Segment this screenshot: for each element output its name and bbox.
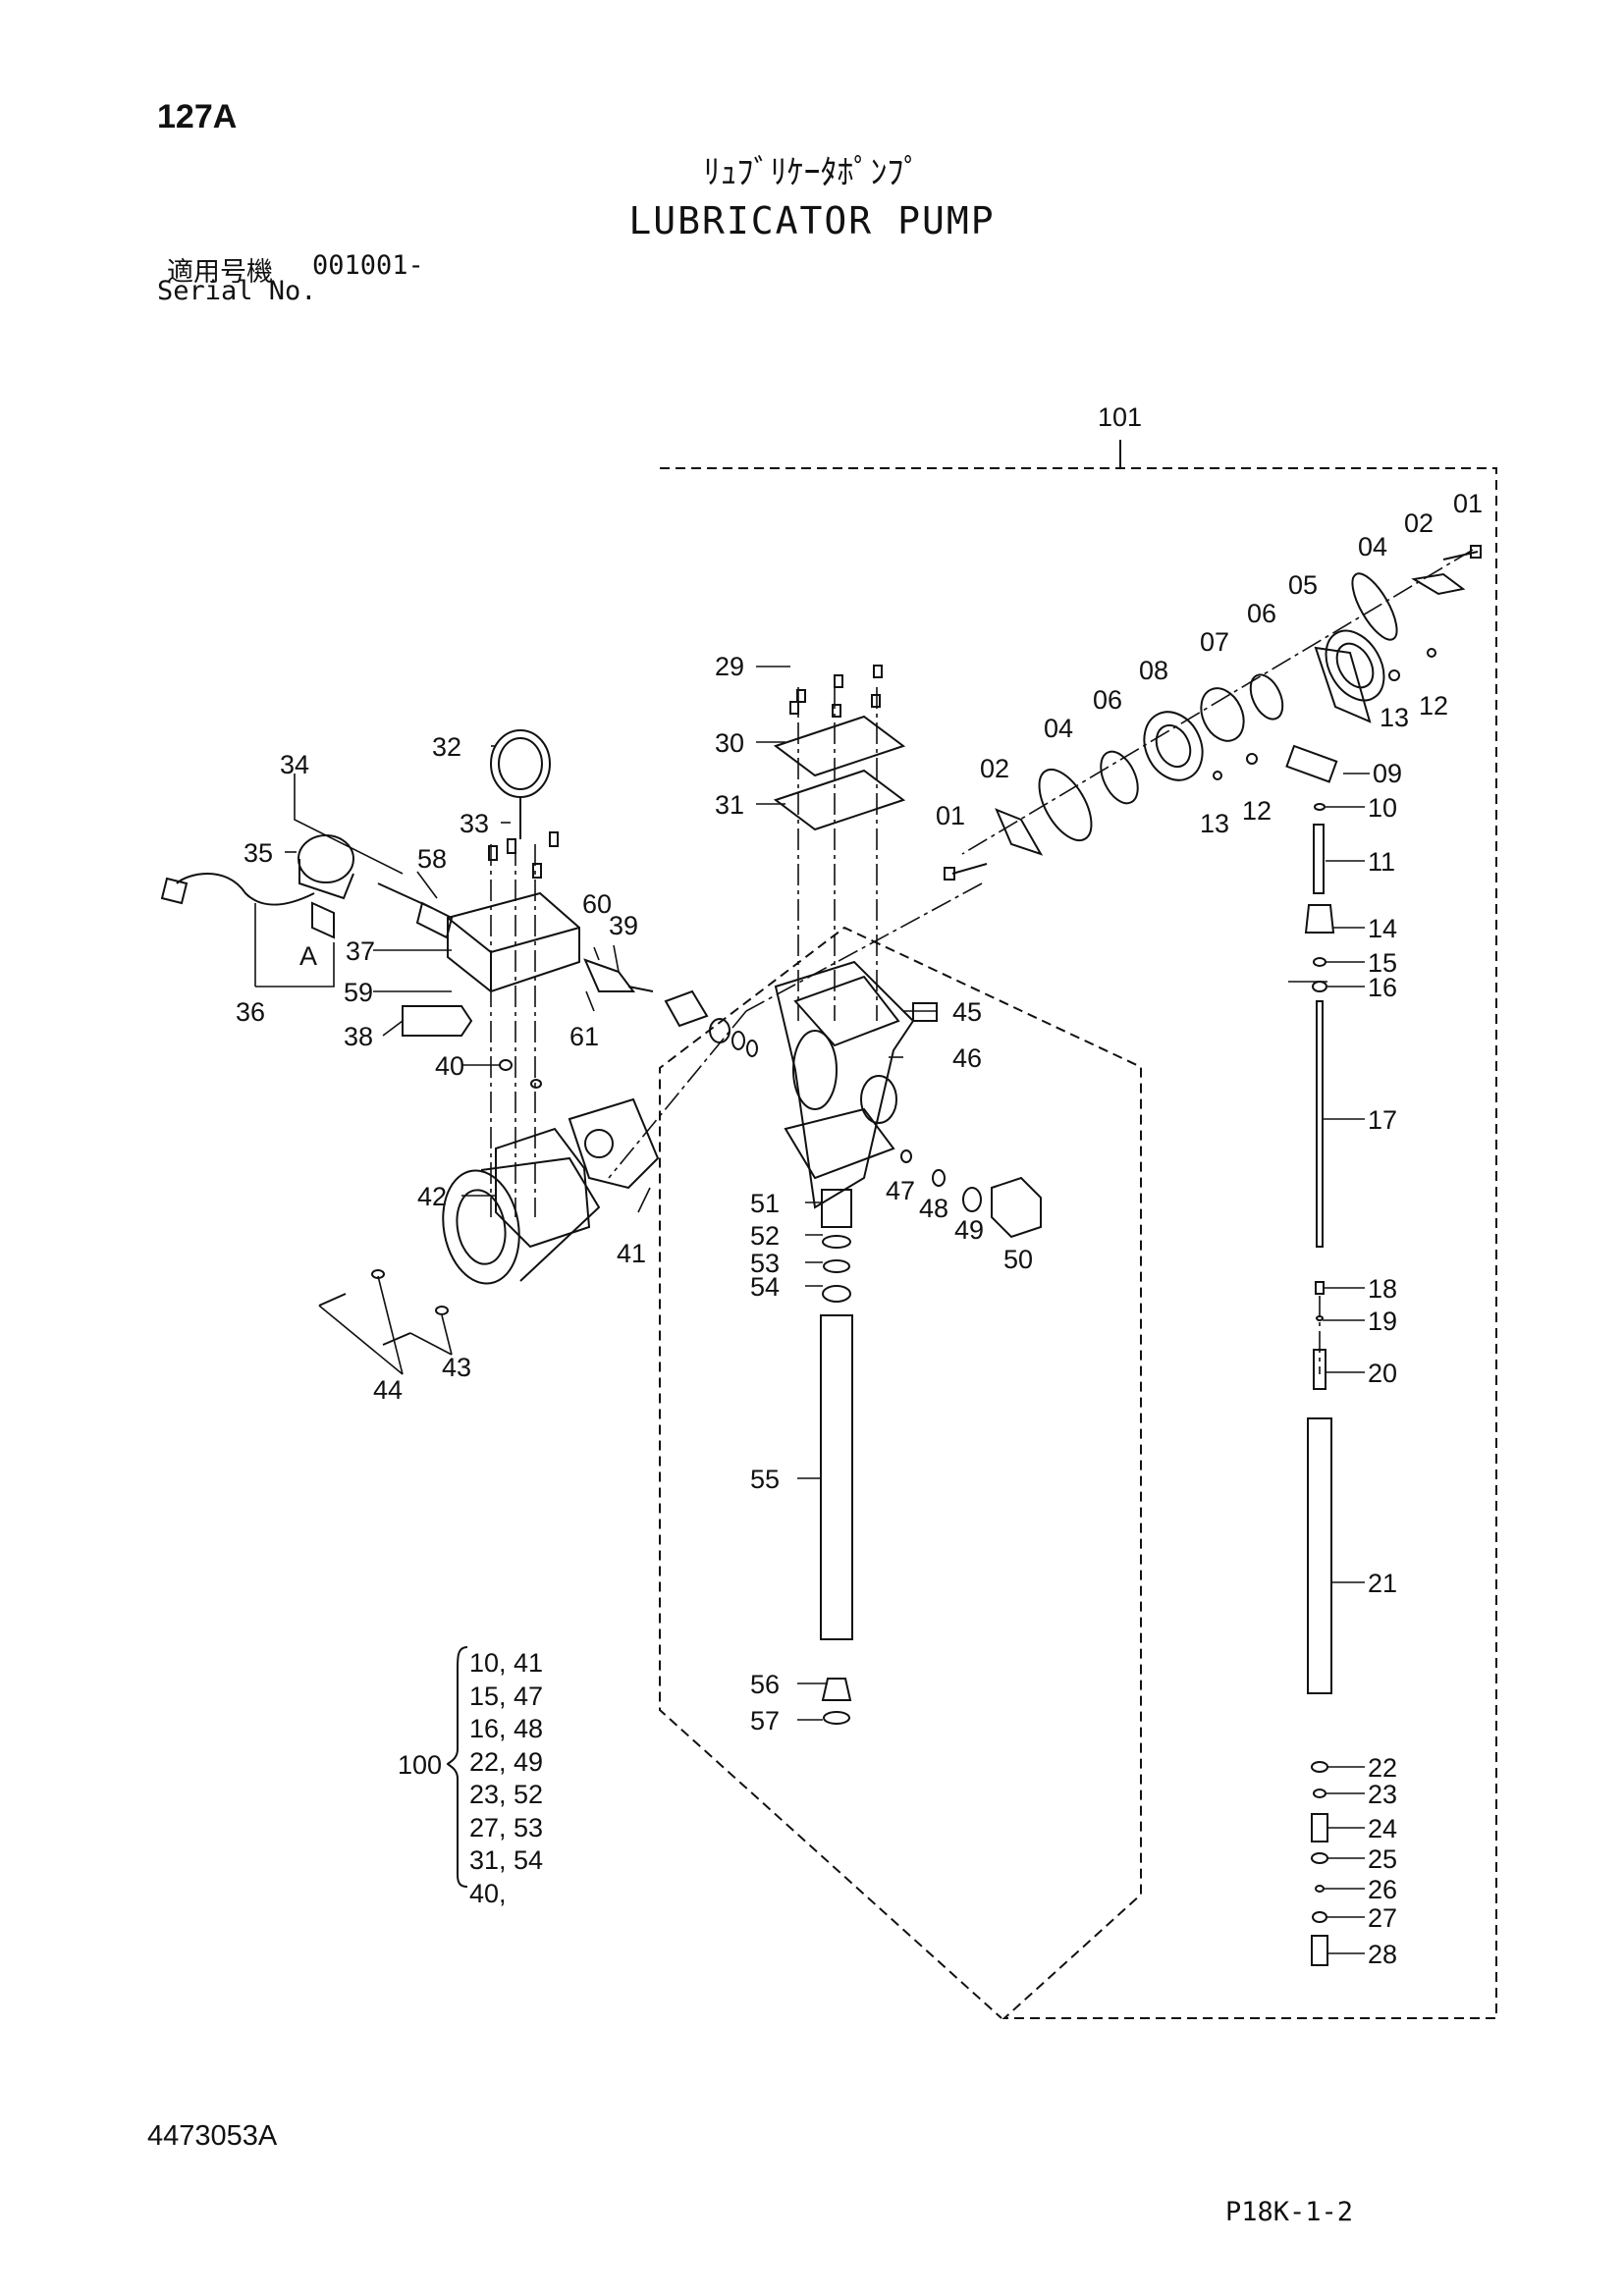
callout-22: 22 [1368,1753,1397,1783]
callout-57: 57 [750,1706,780,1735]
explode-axes [490,549,1474,1374]
callout-48: 48 [919,1194,948,1223]
callout-15: 15 [1368,948,1397,978]
callout-46: 46 [952,1043,982,1073]
pump-body [664,665,1042,1725]
motor-assembly [318,1097,660,1346]
callout-43: 43 [442,1353,471,1382]
callout-52: 52 [750,1221,780,1251]
callout-37: 37 [346,936,375,966]
callout-labels: 01 02 04 05 06 07 08 06 04 02 01 13 12 0… [236,489,1483,1969]
sheet-code: P18K-1-2 [1225,2197,1354,2227]
callout-42: 42 [417,1182,447,1211]
callout-28: 28 [1368,1940,1397,1969]
title-japanese: ﾘｭﾌﾞﾘｹｰﾀﾎﾟﾝﾌﾟ [703,153,921,192]
kit-item: 31, 54 [469,1845,544,1875]
serial-label-japanese: 適用号機 [167,257,273,288]
callout-25: 25 [1368,1844,1397,1874]
callout-08: 08 [1139,656,1168,685]
callout-38: 38 [344,1022,373,1051]
callout-49: 49 [954,1215,984,1245]
callout-16: 16 [1368,973,1397,1002]
callout-13: 13 [1380,703,1409,732]
callout-01: 01 [936,801,965,830]
callout-06: 06 [1093,685,1122,715]
callout-40: 40 [435,1051,464,1081]
callout-19: 19 [1368,1307,1397,1336]
assembly-boundary [659,440,1497,2019]
callout-45: 45 [952,997,982,1027]
callout-56: 56 [750,1670,780,1699]
callout-02: 02 [980,754,1009,783]
callout-12: 12 [1419,691,1448,721]
callout-44: 44 [373,1375,403,1405]
callout-51: 51 [750,1189,780,1218]
callout-13: 13 [1200,809,1229,838]
kit-item: 15, 47 [469,1681,544,1711]
callout-10: 10 [1368,793,1397,823]
callout-47: 47 [886,1176,915,1205]
piston-stack [1304,803,1335,1966]
callout-05: 05 [1288,570,1318,600]
kit-label: 100 [398,1750,442,1780]
kit-brace [446,1646,468,1888]
callout-36: 36 [236,997,265,1027]
callout-04: 04 [1044,714,1073,743]
callout-33: 33 [460,809,489,838]
assembly-label: 101 [1098,402,1142,432]
callout-58: 58 [417,844,447,874]
callout-07: 07 [1200,627,1229,657]
kit-item: 22, 49 [469,1746,544,1777]
callout-04: 04 [1358,532,1387,561]
kit-list: 10, 41 15, 47 16, 48 22, 49 23, 52 27, 5… [469,1647,543,1910]
callout-32: 32 [432,732,461,762]
serial-value: 001001- [312,250,424,281]
callout-53: 53 [750,1249,780,1278]
callout-55: 55 [750,1465,780,1494]
kit-item: 40, [469,1878,507,1908]
kit-item: 10, 41 [469,1648,544,1678]
callout-35: 35 [244,838,273,868]
callout-21: 21 [1368,1569,1397,1598]
callout-34: 34 [280,750,309,779]
callout-12: 12 [1242,796,1272,826]
page-number: 127A [157,98,238,135]
kit-item: 23, 52 [469,1780,544,1809]
callout-60: 60 [582,889,612,919]
callout-24: 24 [1368,1814,1397,1843]
callout-06: 06 [1247,599,1276,628]
callout-02: 02 [1404,508,1434,538]
callout-09: 09 [1373,759,1402,788]
callout-23: 23 [1368,1780,1397,1809]
callout-01: 01 [1453,489,1483,518]
callout-41: 41 [617,1239,646,1268]
callout-31: 31 [715,790,744,820]
serial-label-english: Serial No. [157,276,317,306]
callout-11: 11 [1368,847,1395,877]
title-english: LUBRICATOR PUMP [628,199,996,242]
callout-61: 61 [569,1022,599,1051]
callout-14: 14 [1368,914,1397,943]
callout-A: A [299,941,317,971]
callout-39: 39 [609,911,638,940]
valve-assembly [160,729,654,1089]
leader-lines [254,666,1370,1954]
callout-26: 26 [1368,1875,1397,1904]
callout-50: 50 [1003,1245,1033,1274]
callout-30: 30 [715,728,744,758]
drawing-number: 4473053A [147,2120,278,2152]
callout-18: 18 [1368,1274,1397,1304]
callout-29: 29 [715,652,744,681]
seal-ring-assembly [944,545,1482,881]
callout-17: 17 [1368,1105,1397,1135]
callout-20: 20 [1368,1359,1397,1388]
kit-item: 27, 53 [469,1812,544,1842]
callout-27: 27 [1368,1903,1397,1933]
kit-item: 16, 48 [469,1714,544,1743]
callout-59: 59 [344,978,373,1007]
callout-54: 54 [750,1272,780,1302]
